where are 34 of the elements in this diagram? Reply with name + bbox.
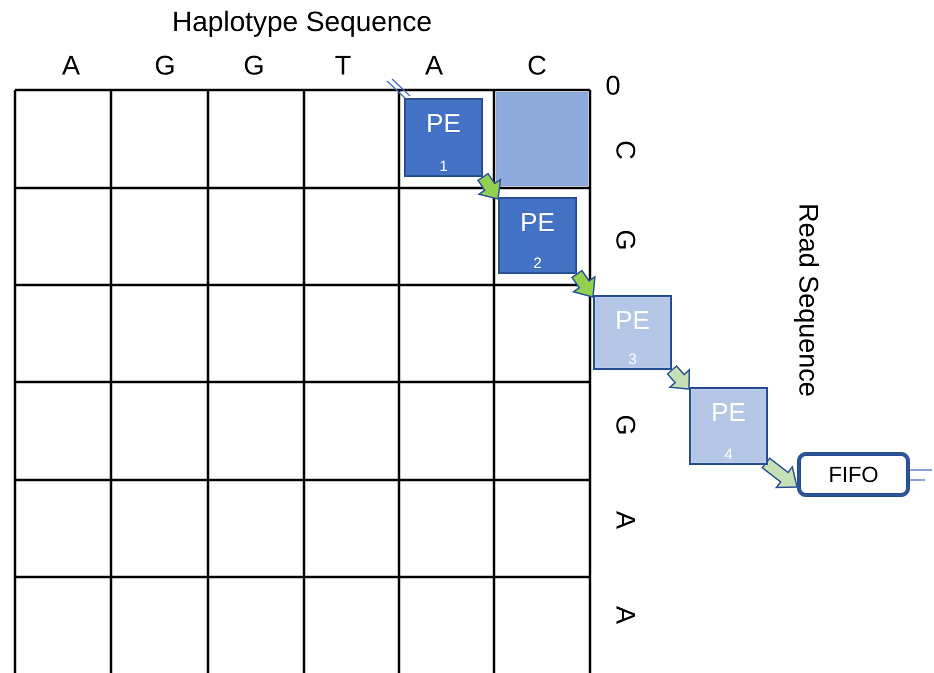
base-label: C [527, 52, 547, 80]
fifo-box [797, 452, 910, 497]
element-label: PE [425, 110, 462, 136]
bus-line [909, 469, 933, 481]
bus-line [386, 78, 411, 99]
base-label: A [612, 511, 638, 529]
axis-title: Read Sequence [794, 203, 822, 397]
block-arrow [477, 172, 502, 200]
element-index: 1 [438, 159, 449, 174]
axis-title: Haplotype Sequence [172, 8, 432, 36]
fifo-label: FIFO [828, 464, 879, 486]
block-arrow [666, 364, 690, 390]
base-label: T [334, 52, 352, 80]
processing-element-box [689, 387, 768, 465]
base-label: G [612, 230, 638, 250]
element-index: 4 [723, 447, 734, 462]
origin-label: 0 [605, 72, 621, 100]
base-label: G [244, 52, 264, 80]
base-label: G [154, 52, 176, 80]
base-label: C [612, 140, 638, 160]
element-label: PE [519, 209, 556, 235]
processing-element-box [593, 295, 672, 370]
base-label: A [612, 606, 638, 624]
base-label: G [612, 414, 638, 436]
element-index: 2 [532, 256, 543, 271]
block-arrow [761, 457, 798, 488]
base-label: A [425, 52, 443, 80]
block-arrow [571, 270, 596, 298]
base-label: A [62, 52, 80, 80]
element-label: PE [710, 399, 747, 425]
element-index: 3 [627, 352, 638, 367]
element-label: PE [614, 307, 651, 333]
processing-element-box [498, 197, 577, 274]
processing-element-box [404, 98, 483, 177]
